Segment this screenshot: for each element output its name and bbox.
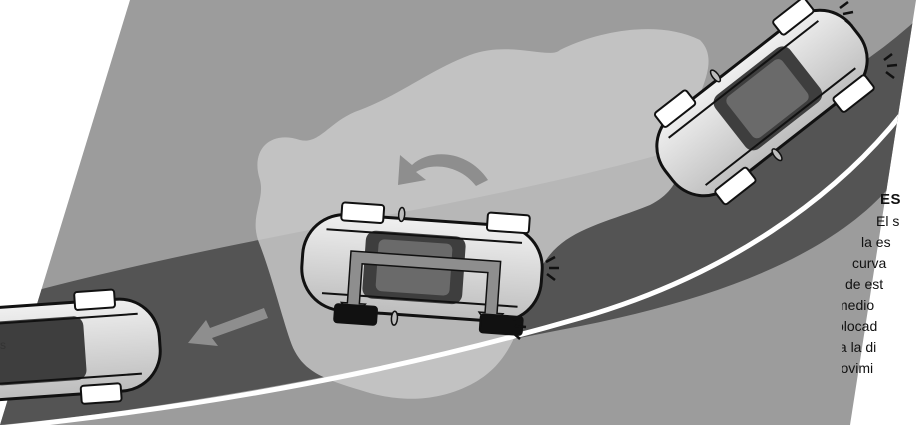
text-line: el movimi <box>842 358 916 379</box>
text-line: medio <box>842 295 916 316</box>
text-line: de est <box>845 274 916 295</box>
text-line: curva <box>852 253 916 274</box>
description-text: ES El s la es curva de est medio colocad… <box>842 189 916 379</box>
section-title: ES <box>880 189 916 211</box>
text-line: la es <box>861 232 916 253</box>
text-line: El s <box>876 211 916 232</box>
car-center <box>298 200 546 336</box>
text-line: colocad <box>842 316 916 337</box>
left-text-fragment: s <box>0 338 6 352</box>
text-line: siga la di <box>842 337 916 358</box>
